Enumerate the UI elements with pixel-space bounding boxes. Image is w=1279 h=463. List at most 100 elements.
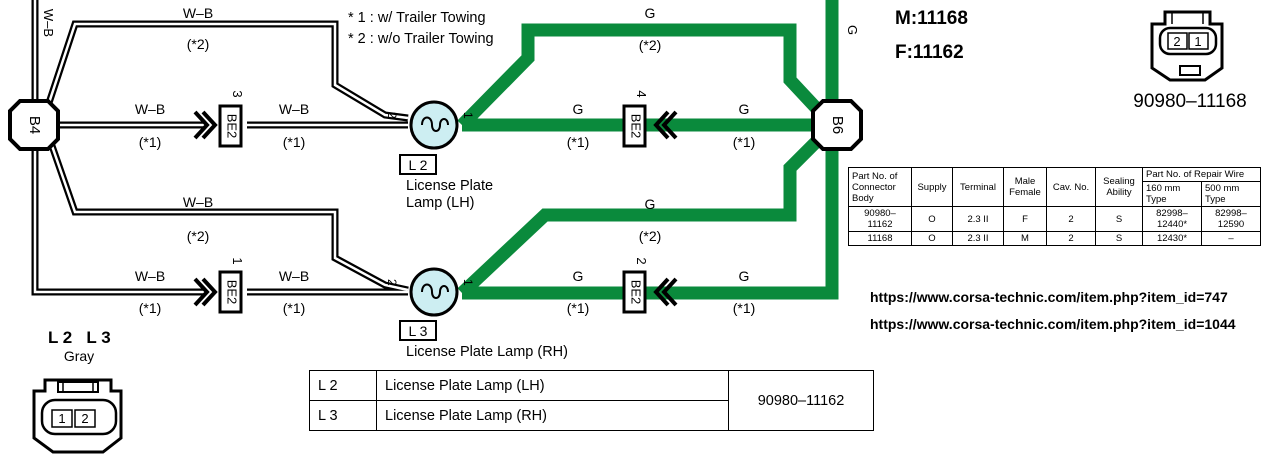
wire-tag: (*2) (639, 37, 662, 53)
be2-pin-label: 1 (230, 257, 245, 264)
table-row: 90980–11162 O 2.3 II F 2 S 82998–12440* … (848, 206, 1261, 232)
table-row: 11168 O 2.3 II M 2 S 12430* – (848, 231, 1261, 246)
l3-code-box (399, 320, 437, 341)
bottom-connector-label: L 2 L 3 (48, 328, 111, 347)
cell-part: 11168 (848, 231, 912, 246)
table-row: L 2 License Plate Lamp (LH) 90980–11162 (309, 370, 874, 431)
male-connector-code: M:11168 (895, 8, 968, 29)
header-160mm: 160 mm Type (1142, 181, 1202, 207)
be2-label: BE2 (225, 114, 240, 139)
header-supply: Supply (911, 167, 953, 207)
cell-w500: – (1201, 231, 1261, 246)
wire-tag: (*2) (639, 228, 662, 244)
be2-connector-top-left: BE2 3 (193, 90, 245, 148)
be2-pin-label: 2 (634, 257, 649, 264)
lamp-l3: 2 1 (385, 267, 475, 317)
wire-label: W–B (279, 101, 309, 117)
cell-w500: 82998–12590 (1201, 206, 1261, 232)
header-500mm: 500 mm Type (1201, 181, 1261, 207)
cell-w160: 82998–12440* (1142, 206, 1202, 232)
be2-label: BE2 (629, 280, 644, 305)
cell-supply: O (911, 206, 953, 232)
cell-sealing: S (1095, 231, 1143, 246)
green-wire-bottom-direct (462, 0, 839, 300)
top-connector-part-number: 90980–11168 (1133, 91, 1246, 112)
be2-pin-label: 3 (230, 90, 245, 97)
l2-name-line2: Lamp (LH) (406, 195, 475, 211)
bottom-connector-color: Gray (64, 348, 94, 364)
lamp-pin-label: 1 (461, 279, 475, 286)
header-terminal: Terminal (952, 167, 1004, 207)
lamp-table-code: L 3 (309, 400, 377, 431)
wire-label: G (739, 268, 750, 284)
green-wire-top-upper (457, 23, 823, 130)
top-connector-pin-right: 1 (1194, 34, 1201, 49)
header-part-no: Part No. of Connector Body (848, 167, 912, 207)
b6-connector: B6 (811, 99, 863, 151)
wire-tag: (*1) (283, 300, 306, 316)
wire-labels: W–B W–B (*2) W–B (*1) W–B (*1) W–B (*2) … (41, 5, 860, 316)
wire-label: W–B (41, 9, 56, 37)
cell-cav: 2 (1046, 231, 1096, 246)
wire-label: G (645, 5, 656, 21)
l2-code-box (399, 154, 437, 175)
be2-pin-label: 4 (634, 90, 649, 97)
wire-tag: (*1) (283, 134, 306, 150)
cell-cav: 2 (1046, 206, 1096, 232)
be2-connector-top-right: BE2 4 (622, 90, 678, 148)
wire-tag: (*2) (187, 36, 210, 52)
wire-label: G (645, 196, 656, 212)
wire-label: W–B (135, 268, 165, 284)
wire-label: W–B (135, 101, 165, 117)
wire-label: G (739, 101, 750, 117)
b4-label: B4 (26, 116, 43, 134)
cell-mf: F (1003, 206, 1047, 232)
lamp-table-name: License Plate Lamp (LH) (376, 370, 729, 401)
connector-l2-l3-drawing (32, 378, 123, 454)
top-connector-pin-left: 2 (1173, 34, 1180, 49)
be2-label: BE2 (225, 280, 240, 305)
l2-code: L 2 (409, 157, 428, 173)
black-wires (31, 0, 409, 296)
cell-part: 90980–11162 (848, 206, 912, 232)
cell-mf: M (1003, 231, 1047, 246)
cell-supply: O (911, 231, 953, 246)
wire-tag: (*1) (139, 134, 162, 150)
wire-tag: (*1) (139, 300, 162, 316)
b6-label: B6 (829, 116, 846, 134)
lamp-table: L 2 License Plate Lamp (LH) 90980–11162 … (309, 370, 874, 431)
footnote-1: * 1 : w/ Trailer Towing (348, 10, 486, 26)
green-wire-bottom-upper (457, 135, 823, 298)
table-row: L 3 License Plate Lamp (RH) (309, 400, 874, 431)
cell-terminal: 2.3 II (952, 231, 1004, 246)
footnote-2: * 2 : w/o Trailer Towing (348, 31, 494, 47)
wire-label: G (573, 101, 584, 117)
lamp-table-name: License Plate Lamp (RH) (376, 400, 729, 431)
wire-tag: (*1) (733, 134, 756, 150)
wire-label: W–B (183, 5, 213, 21)
lamp-table-code: L 2 (309, 370, 377, 401)
be2-connector-bottom-right: BE2 2 (622, 257, 678, 314)
lamp-table-part-number: 90980–11162 (728, 370, 874, 431)
lamp-pin-label: 2 (385, 112, 399, 119)
wire-label: W–B (279, 268, 309, 284)
be2-connector-bottom-left: BE2 1 (193, 257, 245, 314)
wire-tag: (*2) (187, 228, 210, 244)
lamp-pin-label: 1 (461, 112, 475, 119)
cell-w160: 12430* (1142, 231, 1202, 246)
bottom-connector-pin-right: 2 (81, 411, 88, 426)
wire-label: G (845, 25, 860, 35)
url-item-747[interactable]: https://www.corsa-technic.com/item.php?i… (870, 289, 1228, 305)
repair-wire-table: Part No. of Connector Body Supply Termin… (848, 167, 1261, 246)
wire-label: W–B (183, 194, 213, 210)
header-cav-no: Cav. No. (1046, 167, 1096, 207)
be2-label: BE2 (629, 114, 644, 139)
url-item-1044[interactable]: https://www.corsa-technic.com/item.php?i… (870, 316, 1236, 332)
wire-tag: (*1) (567, 300, 590, 316)
lamp-pin-label: 2 (385, 279, 399, 286)
cell-sealing: S (1095, 206, 1143, 232)
cell-terminal: 2.3 II (952, 206, 1004, 232)
l3-code: L 3 (409, 323, 428, 339)
lamp-l2: 2 1 (385, 100, 475, 150)
